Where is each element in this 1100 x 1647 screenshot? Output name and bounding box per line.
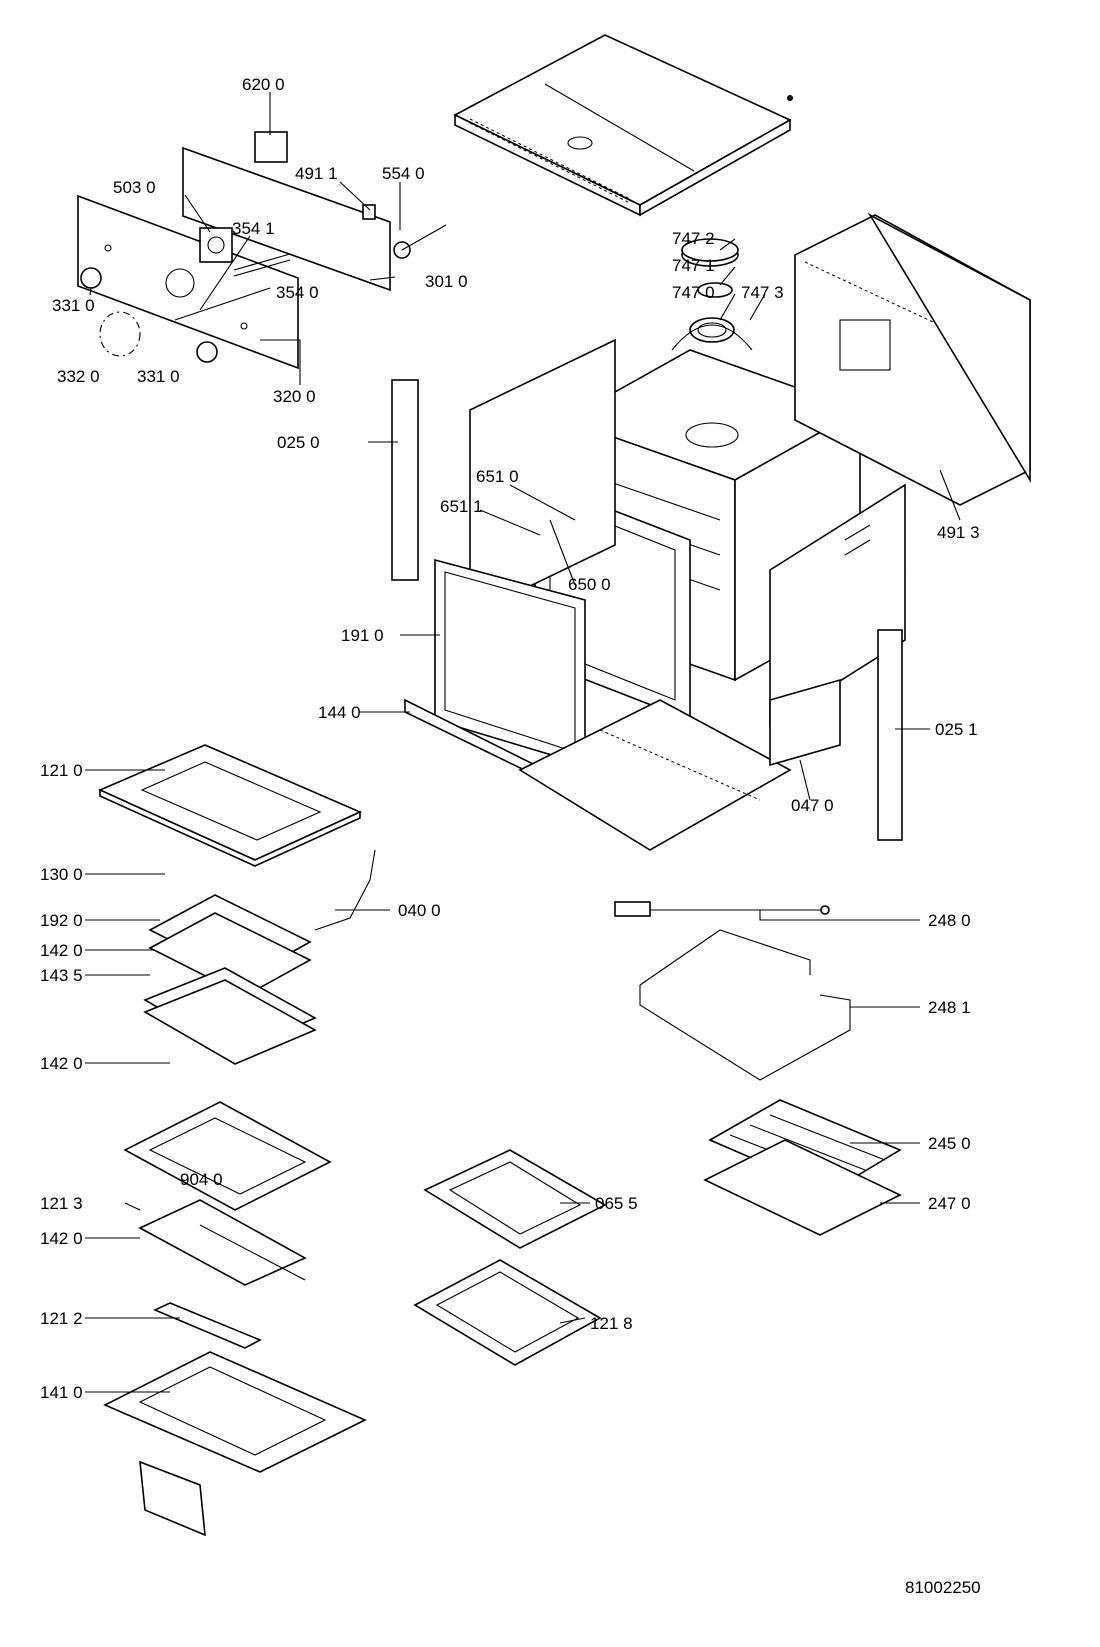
label-620-0: 620 0 bbox=[242, 75, 285, 94]
label-247-0: 247 0 bbox=[928, 1194, 971, 1213]
label-904-0: 904 0 bbox=[180, 1170, 223, 1189]
leader-lines bbox=[85, 92, 961, 1393]
label-142-0-a: 142 0 bbox=[40, 941, 83, 960]
side-panel-right bbox=[769, 483, 906, 727]
label-025-1: 025 1 bbox=[935, 720, 978, 739]
label-320-0: 320 0 bbox=[273, 387, 316, 406]
tray-frame-065 bbox=[423, 1149, 607, 1249]
back-panel bbox=[469, 338, 616, 617]
label-651-1: 651 1 bbox=[440, 497, 483, 516]
outer-door-panel bbox=[98, 744, 362, 867]
door-inner-frame bbox=[123, 1101, 332, 1211]
label-554-0: 554 0 bbox=[382, 164, 425, 183]
side-rail-right bbox=[877, 629, 903, 841]
rear-panel bbox=[794, 212, 1031, 506]
label-047-0: 047 0 bbox=[791, 796, 834, 815]
outer-door-glass bbox=[103, 1351, 367, 1537]
label-503-0: 503 0 bbox=[113, 178, 156, 197]
part-labels: 620 0 491 1 554 0 503 0 354 1 354 0 301 … bbox=[40, 75, 980, 1402]
label-331-0-left: 331 0 bbox=[52, 296, 95, 315]
label-747-2: 747 2 bbox=[672, 229, 715, 248]
label-248-1: 248 1 bbox=[928, 998, 971, 1017]
label-332-0: 332 0 bbox=[57, 367, 100, 386]
drawing-number: 81002250 bbox=[905, 1578, 981, 1597]
rotisserie-spit bbox=[614, 901, 830, 917]
label-192-0: 192 0 bbox=[40, 911, 83, 930]
label-121-2: 121 2 bbox=[40, 1309, 83, 1328]
label-121-3: 121 3 bbox=[40, 1194, 83, 1213]
spit-support-frame bbox=[639, 929, 851, 1081]
door-hinge bbox=[314, 849, 376, 931]
label-747-3: 747 3 bbox=[741, 283, 784, 302]
top-cover-panel bbox=[453, 34, 793, 217]
label-248-0: 248 0 bbox=[928, 911, 971, 930]
label-331-0-right: 331 0 bbox=[137, 367, 180, 386]
label-144-0: 144 0 bbox=[318, 703, 361, 722]
glass-panes bbox=[143, 894, 317, 1065]
label-491-3: 491 3 bbox=[937, 523, 980, 542]
label-143-5: 143 5 bbox=[40, 966, 83, 985]
inner-glass bbox=[138, 1199, 307, 1286]
label-354-0: 354 0 bbox=[276, 283, 319, 302]
label-130-0: 130 0 bbox=[40, 865, 83, 884]
label-301-0: 301 0 bbox=[425, 272, 468, 291]
label-650-0: 650 0 bbox=[568, 575, 611, 594]
label-121-0: 121 0 bbox=[40, 761, 83, 780]
label-491-1: 491 1 bbox=[295, 164, 338, 183]
label-142-0-b: 142 0 bbox=[40, 1054, 83, 1073]
label-040-0: 040 0 bbox=[398, 901, 441, 920]
control-panel-assembly bbox=[77, 131, 447, 370]
label-142-0-c: 142 0 bbox=[40, 1229, 83, 1248]
label-747-0: 747 0 bbox=[672, 283, 715, 302]
door-strip bbox=[153, 1302, 262, 1349]
label-025-0: 025 0 bbox=[277, 433, 320, 452]
label-121-8: 121 8 bbox=[590, 1314, 633, 1333]
label-065-5: 065 5 bbox=[595, 1194, 638, 1213]
tray-frame-121-8 bbox=[413, 1259, 602, 1366]
label-747-1: 747 1 bbox=[672, 256, 715, 275]
label-354-1: 354 1 bbox=[232, 219, 275, 238]
drip-tray bbox=[703, 1139, 902, 1236]
label-651-0: 651 0 bbox=[476, 467, 519, 486]
label-141-0: 141 0 bbox=[40, 1383, 83, 1402]
label-191-0: 191 0 bbox=[341, 626, 384, 645]
base-plate bbox=[404, 698, 792, 851]
side-rail-left bbox=[391, 379, 419, 581]
fan-assembly bbox=[671, 238, 753, 455]
bracket-047 bbox=[769, 678, 841, 767]
label-245-0: 245 0 bbox=[928, 1134, 971, 1153]
